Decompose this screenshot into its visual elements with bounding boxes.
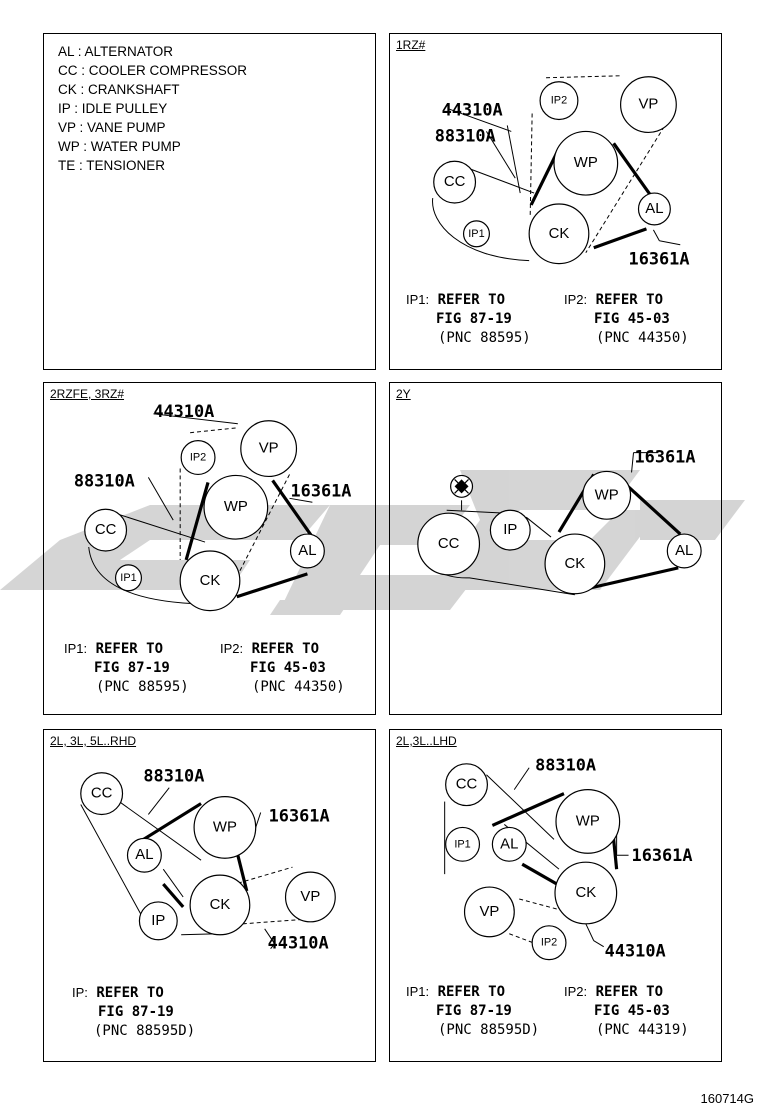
part-number-44310a: 44310A: [605, 941, 666, 961]
part-number-88310a: 88310A: [74, 470, 135, 490]
pulley-label-ip1: IP1: [120, 572, 136, 584]
pulley-label-ip1: IP1: [454, 838, 470, 850]
pulley-label-ip2: IP2: [190, 452, 206, 464]
pulley-label-ck: CK: [200, 573, 221, 589]
pulley-label-vp: VP: [300, 889, 320, 905]
pulley-label-ck: CK: [549, 226, 570, 242]
panel-2y: 2Y WP CC IP CK: [389, 382, 722, 715]
belt-diagram-lhd: CC IP1 AL WP CK VP IP2 88310A 16361A 443…: [444, 755, 693, 961]
reference-note-ip1: IP1: REFER TO FIG 87-19 (PNC 88595D): [406, 984, 540, 1038]
pulley-label-al: AL: [135, 847, 153, 863]
pulley-label-ip: IP: [503, 522, 517, 538]
panel-1rz: 1RZ# IP2 VP WP: [389, 33, 722, 370]
pulley-label-ip: IP: [151, 913, 165, 929]
legend-item: WP : WATER PUMP: [58, 139, 181, 154]
pulley-label-wp: WP: [213, 819, 237, 835]
panel-tag: 2Y: [396, 387, 411, 401]
reference-note-ip1: IP1: REFER TO FIG 87-19 (PNC 88595): [406, 292, 531, 346]
part-number-16361a: 16361A: [269, 805, 330, 825]
legend-panel: AL : ALTERNATOR CC : COOLER COMPRESSOR C…: [43, 33, 376, 370]
pulley-label-vp: VP: [479, 904, 499, 920]
reference-note-ip2: IP2: REFER TO FIG 45-03 (PNC 44350): [220, 641, 345, 695]
part-number-16361a: 16361A: [291, 480, 352, 500]
panel-tag: 2L,3L..LHD: [396, 734, 457, 748]
reference-note-ip: IP: REFER TO FIG 87-19 (PNC 88595D): [72, 985, 196, 1039]
part-number-88310a: 88310A: [435, 125, 496, 145]
part-number-16361a: 16361A: [635, 447, 696, 467]
belt-diagram-2y: WP CC IP CK AL 16361A: [417, 447, 702, 596]
belt-diagram-2rzfe: IP2 VP WP CC IP1 CK AL 44310A 88310A 163…: [74, 401, 352, 612]
pulley-label-ip2: IP2: [551, 95, 567, 107]
pulley-label-ck: CK: [565, 556, 586, 572]
legend-item: CC : COOLER COMPRESSOR: [58, 63, 248, 78]
panel-2l-3l-5l-rhd: 2L, 3L, 5L..RHD CC: [43, 729, 376, 1062]
pulley-label-wp: WP: [224, 499, 248, 515]
pulley-label-cc: CC: [438, 536, 460, 552]
pulley-label-ip1: IP1: [468, 228, 484, 240]
part-number-44310a: 44310A: [268, 933, 329, 953]
pulley-label-cc: CC: [91, 786, 113, 802]
pulley-label-wp: WP: [576, 813, 600, 829]
pulley-label-wp: WP: [574, 155, 598, 171]
legend-list: AL : ALTERNATOR CC : COOLER COMPRESSOR C…: [58, 42, 247, 175]
pulley-label-al: AL: [675, 543, 693, 559]
part-number-44310a: 44310A: [442, 100, 503, 120]
pulley-label-cc: CC: [95, 522, 117, 538]
pulley-label-cc: CC: [444, 174, 466, 190]
part-number-88310a: 88310A: [535, 755, 596, 775]
pulley-label-al: AL: [645, 201, 663, 217]
part-number-44310a: 44310A: [153, 401, 214, 421]
panel-tag: 2L, 3L, 5L..RHD: [50, 734, 137, 748]
panel-2l-3l-lhd: 2L,3L..LHD CC: [389, 729, 722, 1062]
belt-diagram-rhd: CC WP AL CK VP IP 88310A 16361A 44310A: [80, 766, 336, 953]
legend-item: VP : VANE PUMP: [58, 120, 166, 135]
part-number-88310a: 88310A: [143, 766, 204, 786]
panel-2rzfe-3rz: 2RZFE, 3RZ# IP2 VP WP CC: [43, 382, 376, 715]
legend-item: CK : CRANKSHAFT: [58, 82, 180, 97]
panel-tag: 2RZFE, 3RZ#: [50, 387, 125, 401]
pulley-label-ck: CK: [210, 897, 231, 913]
legend-item: TE : TENSIONER: [58, 158, 166, 173]
reference-note-ip2: IP2: REFER TO FIG 45-03 (PNC 44319): [564, 984, 689, 1038]
pulley-label-vp: VP: [259, 441, 279, 457]
pulley-label-ck: CK: [575, 885, 596, 901]
pulley-label-ip2: IP2: [541, 937, 557, 949]
part-number-16361a: 16361A: [632, 845, 693, 865]
pulley-label-al: AL: [500, 836, 518, 852]
pulley-label-al: AL: [298, 543, 316, 559]
panel-tag: 1RZ#: [396, 38, 426, 52]
figure-number: 160714G: [700, 1091, 755, 1106]
belt-diagram-1rz: IP2 VP WP CC IP1 CK AL 44310A 88310A 163…: [432, 75, 690, 269]
reference-note-ip1: IP1: REFER TO FIG 87-19 (PNC 88595): [64, 641, 189, 695]
legend-item: AL : ALTERNATOR: [58, 44, 174, 59]
part-number-16361a: 16361A: [629, 249, 690, 269]
pulley-label-vp: VP: [639, 97, 659, 113]
pulley-label-cc: CC: [456, 777, 478, 793]
pulley-label-wp: WP: [595, 487, 619, 503]
legend-item: IP : IDLE PULLEY: [58, 101, 168, 116]
reference-note-ip2: IP2: REFER TO FIG 45-03 (PNC 44350): [564, 292, 689, 346]
